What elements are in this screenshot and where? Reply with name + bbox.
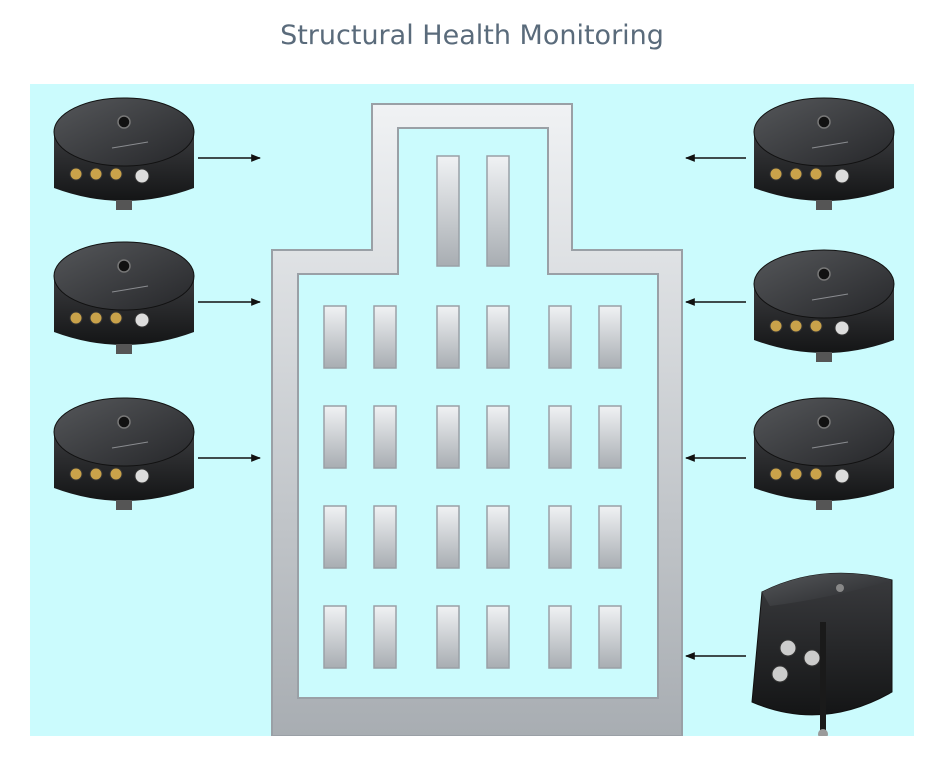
floor-window <box>436 405 460 469</box>
floor-window <box>323 405 347 469</box>
sensor-right-4 <box>751 572 893 736</box>
floor-window <box>486 505 510 569</box>
sensor-right-2 <box>753 249 895 362</box>
floor-window <box>436 505 460 569</box>
sensor-left-1 <box>53 97 195 210</box>
floor-window <box>323 305 347 369</box>
diagram-canvas <box>30 84 914 736</box>
floor-window <box>598 405 622 469</box>
floor-window <box>548 305 572 369</box>
floor-window <box>548 405 572 469</box>
floor-window <box>486 605 510 669</box>
floor-window <box>436 305 460 369</box>
building <box>271 103 683 736</box>
arrows <box>198 154 746 660</box>
sensor-left-3 <box>53 397 195 510</box>
floor-window <box>436 605 460 669</box>
tower-window <box>436 155 460 267</box>
sensor-right-1 <box>753 97 895 210</box>
floor-window <box>323 605 347 669</box>
floor-window <box>486 405 510 469</box>
floor-window <box>373 505 397 569</box>
floor-window <box>373 305 397 369</box>
sensors <box>53 97 895 736</box>
diagram-title: Structural Health Monitoring <box>280 20 664 51</box>
floor-window <box>548 605 572 669</box>
floor-window <box>373 405 397 469</box>
floor-window <box>486 305 510 369</box>
floor-window <box>323 505 347 569</box>
floor-window <box>598 305 622 369</box>
building-windows <box>323 155 622 669</box>
sensor-left-2 <box>53 241 195 354</box>
floor-window <box>598 505 622 569</box>
diagram-svg <box>53 97 895 736</box>
floor-window <box>548 505 572 569</box>
floor-window <box>373 605 397 669</box>
sensor-right-3 <box>753 397 895 510</box>
tower-window <box>486 155 510 267</box>
floor-window <box>598 605 622 669</box>
